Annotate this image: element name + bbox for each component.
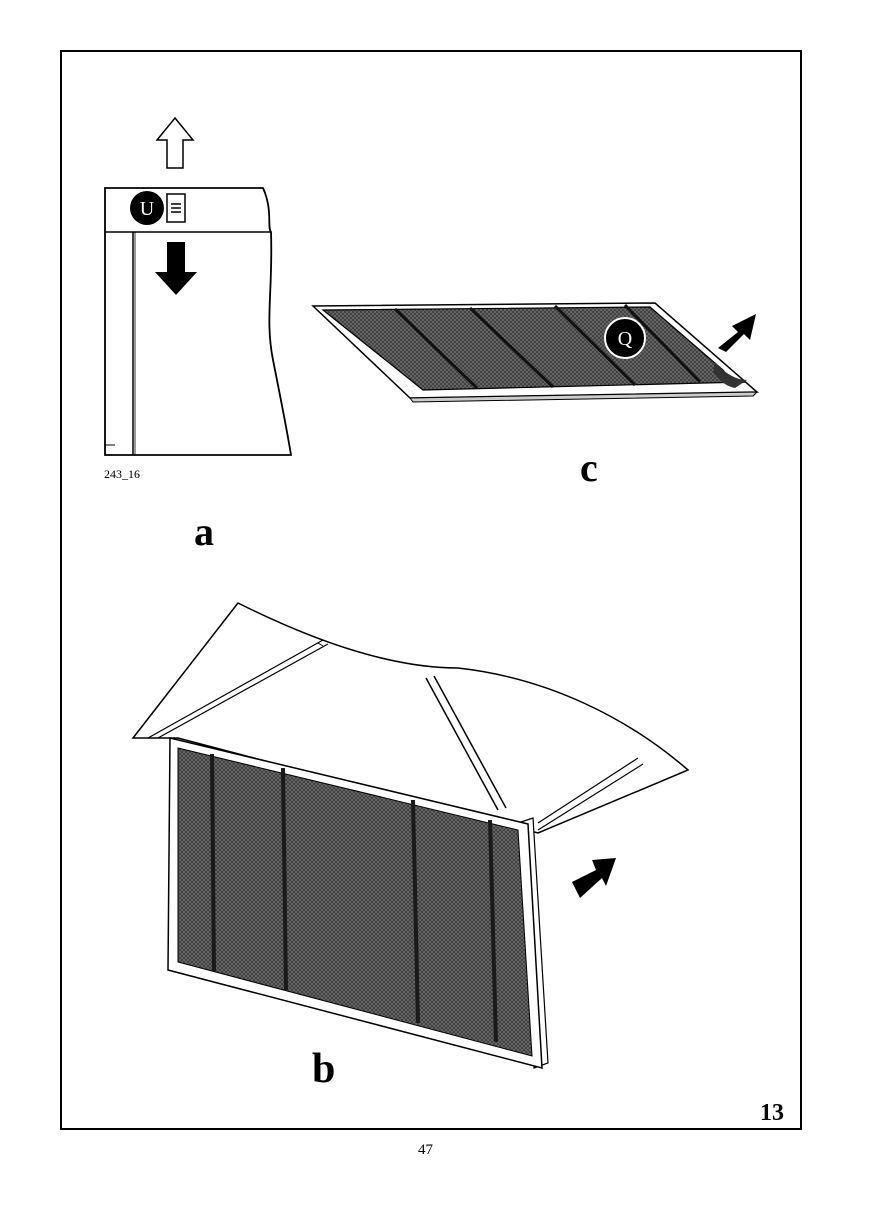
page-number: 47	[418, 1142, 433, 1159]
insert-arrow-icon	[568, 852, 620, 902]
step-number: 13	[760, 1100, 784, 1127]
figure-c-label: c	[580, 448, 598, 488]
figure-a-illustration: U	[95, 110, 295, 460]
up-arrow-icon	[157, 118, 193, 168]
figure-b-illustration	[128, 598, 698, 1073]
peel-arrow-icon	[712, 310, 762, 354]
figure-b-label: b	[312, 1048, 335, 1090]
part-code: 243_16	[104, 467, 140, 482]
figure-c-illustration: Q	[305, 300, 765, 410]
svg-text:U: U	[140, 198, 155, 220]
svg-text:Q: Q	[618, 328, 633, 350]
figure-a-label: a	[194, 512, 214, 552]
